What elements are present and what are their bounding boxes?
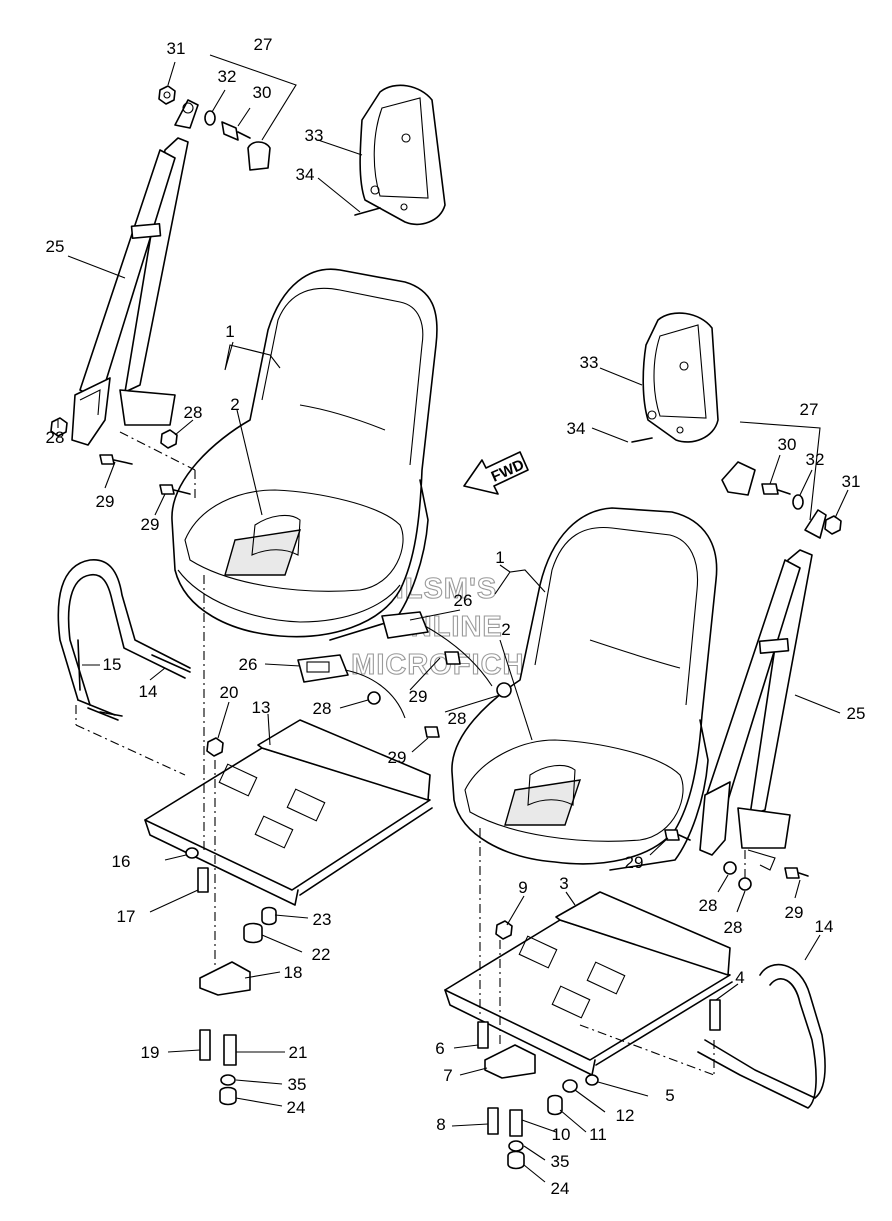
callout-28: 28 [46, 428, 65, 447]
callout-29: 29 [388, 748, 407, 767]
callout-28: 28 [448, 709, 467, 728]
headrest-pad-right [642, 312, 719, 443]
callout-25: 25 [46, 237, 65, 256]
callout-29: 29 [96, 492, 115, 511]
buckle-left [297, 654, 440, 738]
fwd-label: FWD [489, 456, 527, 485]
callout-30: 30 [253, 83, 272, 102]
callout-12: 12 [616, 1106, 635, 1125]
callout-8: 8 [436, 1115, 445, 1134]
callout-23: 23 [313, 910, 332, 929]
callout-14: 14 [815, 917, 834, 936]
seat-right [451, 507, 718, 871]
callout-34: 34 [296, 165, 315, 184]
callout-24: 24 [287, 1098, 306, 1117]
headrest-pad-left [359, 84, 446, 226]
belt-anchor-parts [50, 85, 842, 891]
callout-29: 29 [785, 903, 804, 922]
callout-1: 1 [495, 548, 504, 567]
callout-31: 31 [842, 472, 861, 491]
callout-29: 29 [141, 515, 160, 534]
callout-5: 5 [665, 1086, 674, 1105]
callout-2: 2 [501, 620, 510, 639]
callout-3: 3 [559, 874, 568, 893]
callout-6: 6 [435, 1039, 444, 1058]
callout-31: 31 [167, 39, 186, 58]
callout-32: 32 [806, 450, 825, 469]
seatbelt-left [71, 137, 189, 446]
callout-18: 18 [284, 963, 303, 982]
callout-33: 33 [305, 126, 324, 145]
callout-2: 2 [230, 395, 239, 414]
grab-handle-left [57, 559, 191, 721]
callout-14: 14 [139, 682, 158, 701]
watermark: HLSM'S ONLINE MICROFICHE [351, 572, 545, 681]
callout-labels: 31 27 32 30 33 34 25 1 2 28 28 29 29 33 … [46, 35, 866, 1198]
callout-10: 10 [552, 1125, 571, 1144]
callout-28: 28 [313, 699, 332, 718]
grab-handle-right [697, 963, 826, 1109]
callout-27: 27 [800, 400, 819, 419]
seat-frame-left [144, 719, 433, 906]
seat-left [171, 268, 438, 641]
callout-30: 30 [778, 435, 797, 454]
callout-28: 28 [699, 896, 718, 915]
callout-35: 35 [551, 1152, 570, 1171]
seatbelt-right [699, 549, 813, 871]
callout-17: 17 [117, 907, 136, 926]
callout-15: 15 [103, 655, 122, 674]
callout-16: 16 [112, 852, 131, 871]
callout-7: 7 [443, 1066, 452, 1085]
callout-26: 26 [239, 655, 258, 674]
forward-direction-marker: FWD [463, 451, 529, 495]
callout-33: 33 [580, 353, 599, 372]
assembly-lines [75, 431, 746, 1076]
seat-frame-right [444, 891, 733, 1076]
callout-35: 35 [288, 1075, 307, 1094]
callout-11: 11 [589, 1125, 607, 1144]
callout-13: 13 [252, 698, 271, 717]
callout-24: 24 [551, 1179, 570, 1198]
callout-20: 20 [220, 683, 239, 702]
callout-34: 34 [567, 419, 586, 438]
callout-29: 29 [409, 687, 428, 706]
callout-25: 25 [847, 704, 866, 723]
callout-29: 29 [625, 853, 644, 872]
callout-21: 21 [289, 1043, 308, 1062]
callout-32: 32 [218, 67, 237, 86]
callout-19: 19 [141, 1043, 160, 1062]
callout-1: 1 [225, 322, 234, 341]
callout-28: 28 [724, 918, 743, 937]
callout-9: 9 [518, 878, 527, 897]
callout-27: 27 [254, 35, 273, 54]
callout-26: 26 [454, 591, 473, 610]
callout-22: 22 [312, 945, 331, 964]
leader-lines [57, 54, 849, 1183]
callout-4: 4 [735, 968, 744, 987]
callout-28: 28 [184, 403, 203, 422]
mounting-hardware [77, 639, 721, 1170]
